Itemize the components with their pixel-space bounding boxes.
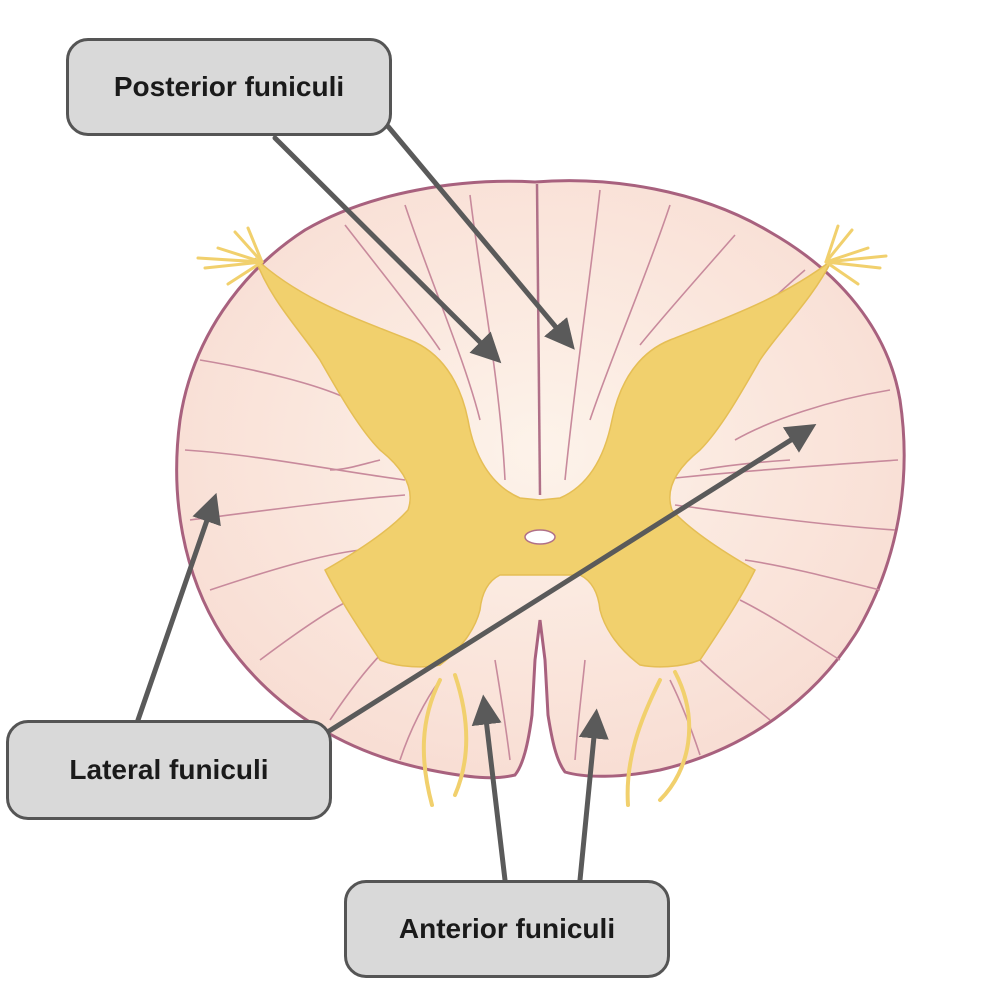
central-canal xyxy=(524,529,556,545)
pointer-arrows xyxy=(135,121,817,883)
arrow-posterior-right xyxy=(383,121,575,350)
arrow-lateral-right xyxy=(323,424,817,736)
lateral-funiculi-label: Lateral funiculi xyxy=(6,720,332,820)
posterior-funiculi-label: Posterior funiculi xyxy=(66,38,392,136)
posterior-median-septum xyxy=(535,183,542,496)
arrow-anterior-right xyxy=(577,708,609,883)
grey-matter xyxy=(254,257,833,668)
dorsal-root-fibers xyxy=(196,224,888,286)
arrow-lateral-left xyxy=(135,492,221,723)
ventral-root-fibers xyxy=(421,670,692,807)
anterior-funiculi-label: Anterior funiculi xyxy=(344,880,670,978)
arrow-anterior-left xyxy=(471,694,508,883)
arrow-posterior-left xyxy=(272,135,502,364)
